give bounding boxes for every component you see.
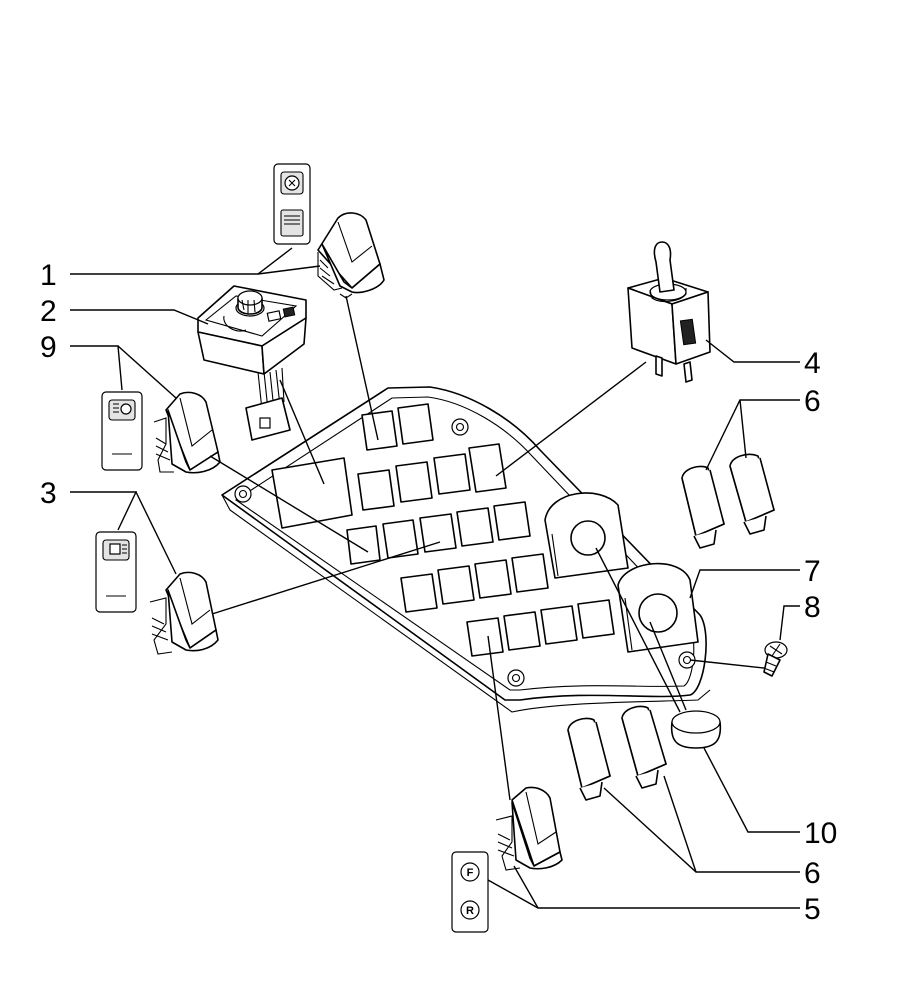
panel-screw-hole-1 xyxy=(234,485,252,503)
rotary-knob xyxy=(235,290,265,317)
rotary-control-unit xyxy=(197,285,307,441)
symbol-cap-part5: F R xyxy=(451,851,489,933)
callout-10: 10 xyxy=(804,817,837,850)
toggle-switch xyxy=(627,241,711,383)
rocker-switch-top xyxy=(317,212,385,299)
symbol-r-letter: R xyxy=(466,905,474,917)
symbol-cap-part1 xyxy=(273,163,311,245)
panel-switch-openings xyxy=(346,403,615,657)
leader-lines xyxy=(70,247,800,909)
symbol-f-letter: F xyxy=(467,867,474,879)
callout-labels: 1 2 9 3 4 6 7 8 10 6 5 xyxy=(40,259,837,926)
switch-blank-right-1 xyxy=(681,465,725,549)
screw xyxy=(763,641,788,677)
rocker-switch-bottom xyxy=(495,786,563,871)
rocker-switch-left-3 xyxy=(149,571,219,655)
callout-6-lower: 6 xyxy=(804,857,821,890)
callout-8: 8 xyxy=(804,591,821,624)
symbol-cap-part3 xyxy=(95,531,137,613)
switch-blank-lower-2 xyxy=(621,705,667,789)
callout-1: 1 xyxy=(40,259,57,292)
switch-blank-lower-1 xyxy=(567,717,611,801)
callout-5: 5 xyxy=(804,893,821,926)
switch-blank-right-2 xyxy=(729,453,775,535)
callout-2: 2 xyxy=(40,295,57,328)
callout-9: 9 xyxy=(40,331,57,364)
panel-screw-hole-3 xyxy=(507,669,525,687)
gauge-pod-lower xyxy=(617,562,699,653)
switch-console-panel xyxy=(221,386,711,713)
gauge-pod-upper xyxy=(544,492,629,579)
panel-opening-large xyxy=(271,457,353,529)
symbol-cap-part9 xyxy=(101,391,143,471)
callout-4: 4 xyxy=(804,347,821,380)
callout-7: 7 xyxy=(804,555,821,588)
rocker-switch-left-9 xyxy=(153,391,221,474)
callout-6-right: 6 xyxy=(804,385,821,418)
callout-3: 3 xyxy=(40,477,57,510)
panel-screw-hole-2 xyxy=(451,418,469,436)
gauge-plug xyxy=(670,710,722,749)
